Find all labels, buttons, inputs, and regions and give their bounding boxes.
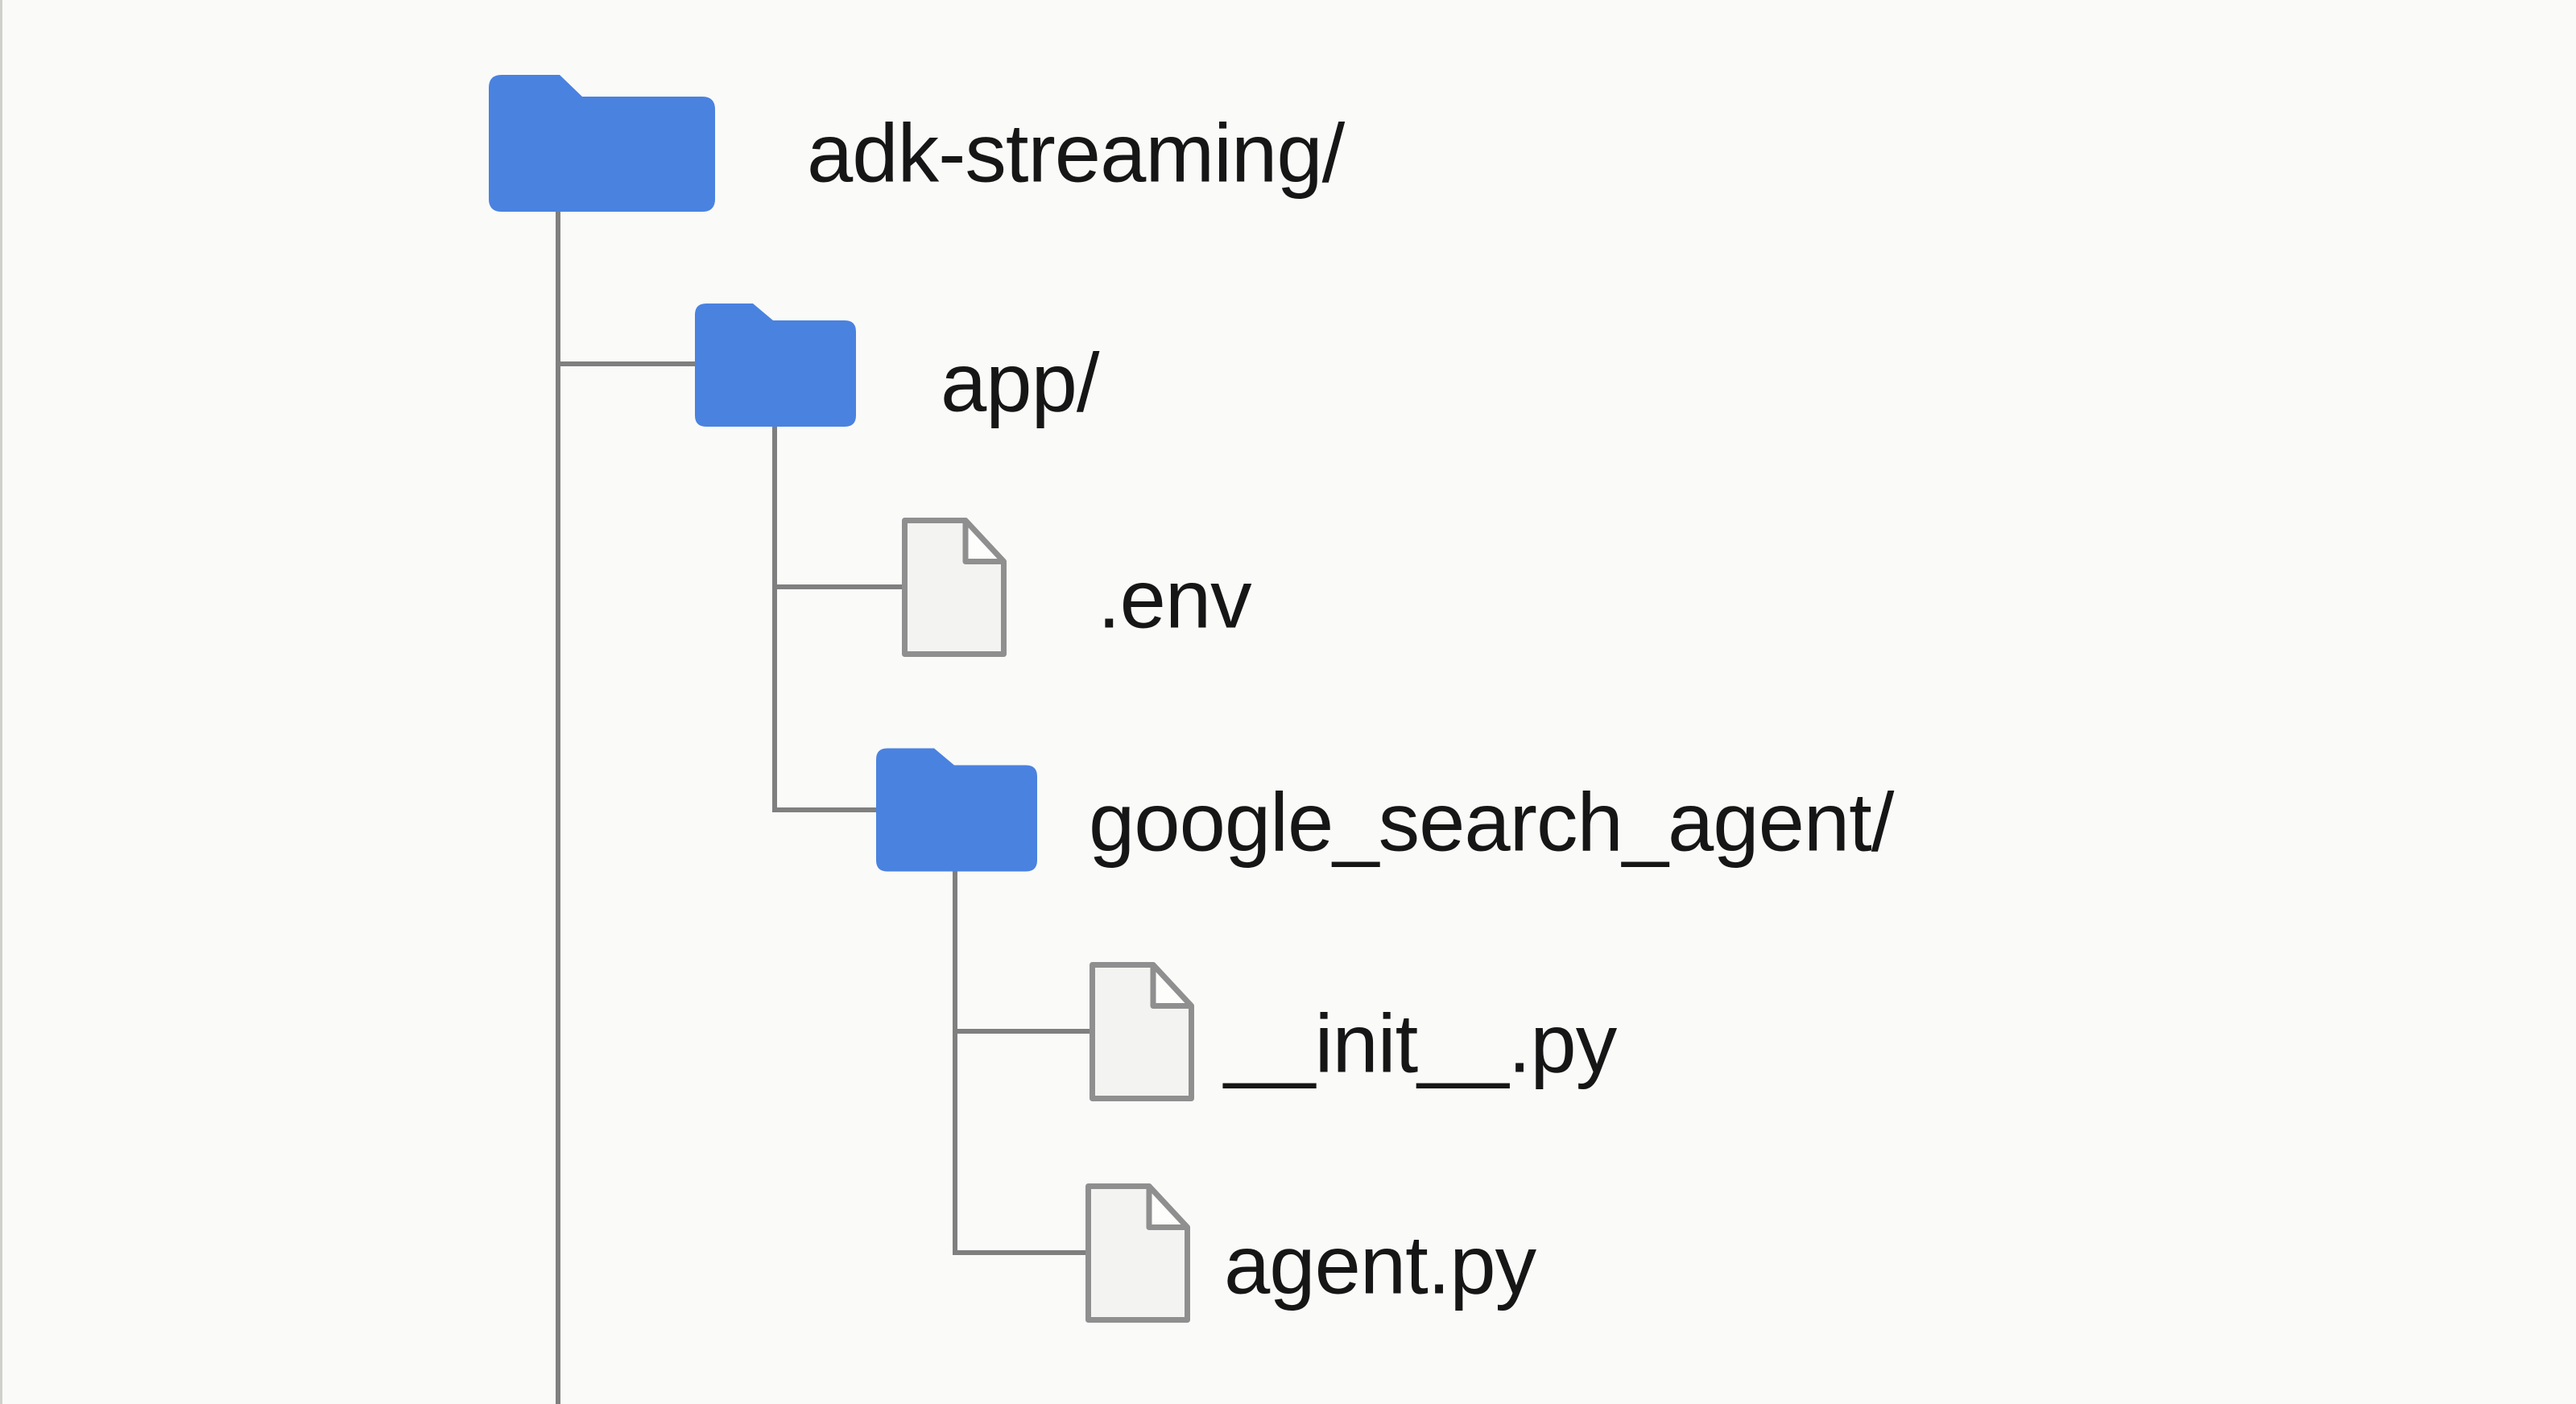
folder-icon [876,748,1037,872]
file-icon [1090,962,1194,1101]
tree-node-app-label: app/ [941,336,1099,429]
left-edge-line [0,0,2,1404]
tree-connector-line [953,869,957,1255]
tree-node-env-label: .env [1098,552,1252,646]
file-icon [902,518,1007,657]
tree-node-google-search-agent-label: google_search_agent/ [1089,775,1894,869]
tree-connector-line [953,1250,1088,1255]
folder-icon [489,75,715,212]
tree-node-init-py-label: __init__.py [1224,997,1617,1090]
file-icon [1085,1183,1190,1323]
tree-connector-line [953,1029,1092,1034]
tree-connector-line [556,361,695,366]
folder-icon [695,304,856,427]
tree-connector-line [772,425,777,812]
tree-connector-line [556,211,560,1404]
tree-connector-line [772,807,879,812]
tree-node-agent-py-label: agent.py [1224,1218,1536,1311]
tree-connector-line [772,584,904,589]
tree-node-adk-streaming-label: adk-streaming/ [807,106,1345,200]
